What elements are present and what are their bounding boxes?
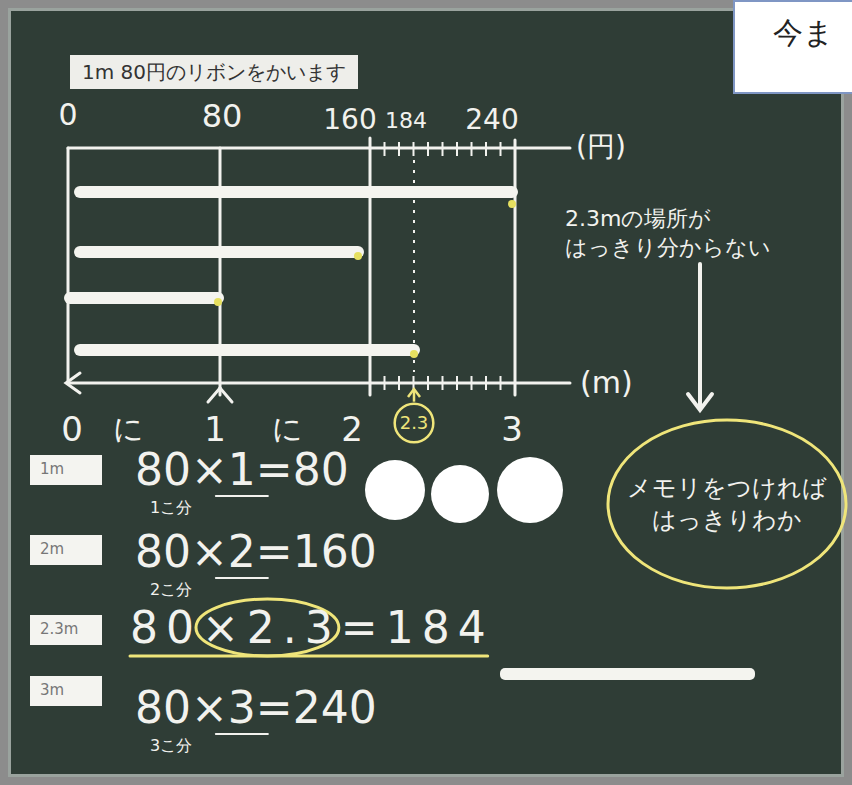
grid-line	[514, 140, 517, 395]
board-label: 160	[323, 106, 376, 134]
box-text: 今ま	[735, 2, 852, 48]
board-label: 184	[385, 110, 427, 132]
magnets	[365, 457, 563, 523]
board-label: (円)	[576, 133, 626, 161]
board-label: 0	[61, 412, 83, 446]
ribbon-strip	[500, 668, 755, 680]
bar-pins	[214, 200, 516, 358]
ellipse-inner: メモリをつければ はっきりわか	[627, 472, 827, 537]
length-card: 2.3m	[30, 615, 102, 645]
grid-line	[67, 148, 70, 383]
board-label: 80×2.3=184	[130, 606, 494, 650]
board-label: 80×1=80	[135, 448, 349, 492]
meter-axis	[68, 382, 570, 385]
board-label: 1	[204, 412, 226, 446]
board-label: 80×3=240	[135, 686, 377, 730]
title-strip: 1m 80円のリボンをかいます	[70, 55, 358, 89]
board-label: 3こ分	[150, 738, 192, 754]
yellow-underline	[130, 655, 488, 658]
board-label: 3	[501, 412, 523, 446]
board-label: 2.3mの場所が はっきり分からない	[565, 205, 795, 262]
grid-line	[219, 148, 222, 395]
board-label: 0	[58, 100, 77, 130]
multiplier-underline	[216, 733, 268, 735]
board-label: 80×2=160	[135, 530, 377, 574]
length-card: 1m	[30, 455, 102, 485]
card-text: 3m	[30, 676, 102, 705]
ellipse-outline	[606, 418, 848, 590]
length-card: 3m	[30, 676, 102, 706]
point-arrowhead	[408, 389, 420, 397]
board-label: に	[272, 414, 303, 444]
board-label: 1こ分	[150, 500, 192, 516]
board-label: に	[113, 414, 144, 444]
board-label: 240	[465, 106, 518, 134]
corner-box: 今ま	[733, 0, 852, 94]
length-card: 2m	[30, 535, 102, 565]
grid-mark	[208, 388, 220, 402]
note-ellipse: メモリをつければ はっきりわか	[606, 418, 848, 590]
grid-line	[369, 138, 372, 395]
ellipse-line	[608, 420, 846, 588]
down-arrow	[688, 264, 712, 410]
title-text: 1m 80円のリボンをかいます	[70, 55, 358, 89]
yen-axis	[68, 147, 570, 150]
board-label: (m)	[580, 368, 633, 398]
multiplier-underline	[216, 577, 268, 579]
multiplier-underline	[216, 495, 268, 497]
grid-mark	[220, 388, 232, 402]
ribbon-bars	[70, 192, 512, 350]
ellipse-text: メモリをつければ はっきりわか	[627, 472, 827, 537]
board-label: 2	[341, 412, 363, 446]
board-label: 80	[202, 100, 243, 132]
card-text: 2m	[30, 535, 102, 564]
board-label: 2こ分	[150, 582, 192, 598]
card-text: 1m	[30, 455, 102, 484]
card-text: 2.3m	[30, 615, 102, 644]
board-label: 2.3	[400, 414, 429, 432]
circled-point	[395, 404, 434, 443]
